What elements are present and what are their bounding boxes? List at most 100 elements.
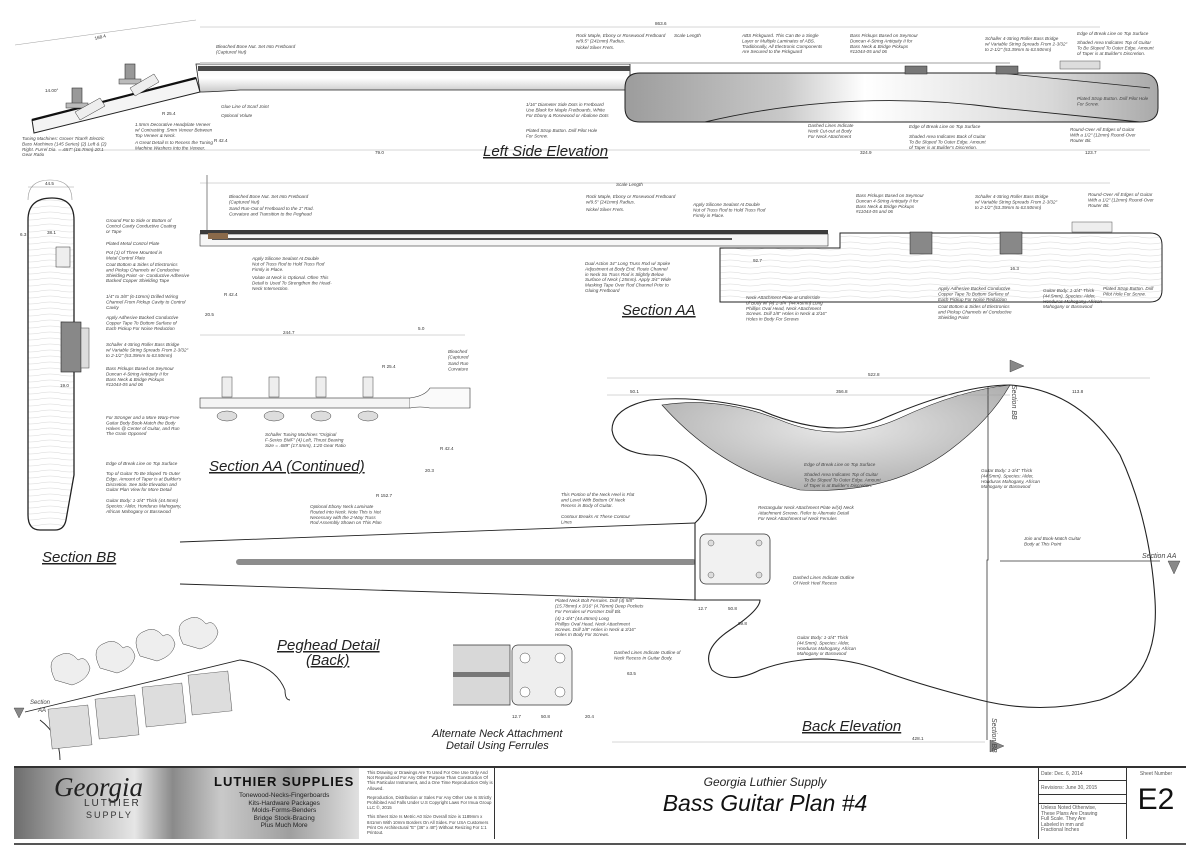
callout-line: Apply Adhesive Backed Conductive: [937, 286, 1011, 291]
callout-line: Shaded Area Indicates Top of Guitar: [804, 472, 878, 477]
callout-line: Duncan 4-String Antiquity II for: [106, 371, 169, 376]
callout-line: Rock Maple, Ebony or Rosewood Fretboard: [586, 194, 676, 199]
callout-line: Curvature and Transition to the Peghead: [229, 211, 312, 216]
callout-lse-scarf: Glue Line of Scarf Joint: [221, 104, 269, 109]
callout-line: Guitar Plan View for More Detail: [106, 487, 173, 492]
callout-line: Bass Machines (145 Series) (2) Left & (2…: [22, 141, 107, 146]
callout-line: Halves @ Center of Guitar, and Run: [106, 426, 180, 431]
logo-luthier: LUTHIER: [84, 798, 141, 809]
callout-aa-frets: Nickel Silver Frets.: [586, 207, 624, 212]
callout-line: Bass Neck & Bridge Pickups: [106, 377, 165, 382]
callout-line: Sand Run: [448, 361, 469, 366]
dim-fer-508: 50.8: [541, 714, 550, 719]
logo-list-item: Plus Much More: [260, 822, 308, 830]
dim-be-501: 50.1: [630, 389, 639, 394]
aa-bridge: [1071, 221, 1113, 233]
callout-line: With a 1/2" (12mm) Round-Over: [1088, 197, 1154, 202]
callout-line: Rectangular Neck Attachment Plate w/(4) …: [758, 505, 855, 510]
callout-line: (Captured: [448, 354, 469, 359]
callout-line: For Ferrules w/ Forstner Drill Bit.: [555, 609, 621, 614]
logo-list-item: Molds-Forms-Benders: [252, 807, 317, 815]
callout-line: Gear Ratio: [22, 152, 45, 157]
dim-be-4281: 428.1: [912, 736, 924, 741]
callout-line: to 2-1/2" (53.39mm to 63.50mm): [985, 47, 1052, 52]
callout-line: Layer or Multiple Laminates of ABS.: [742, 38, 815, 43]
callout-line: Plated Strap Button. Drill Pilot Hole: [1077, 96, 1149, 101]
dim-lse-r254: R 25.4: [162, 111, 176, 116]
callout-line: Bass Pickups Based on Seymour: [856, 193, 924, 198]
bridge-pickup-side: [995, 65, 1019, 75]
callout-line: Masking Tape Over Rod Channel Prior to: [585, 283, 669, 288]
callout-line: Schaller Tuning Machines "Original: [265, 432, 337, 437]
headstock-veneer: [31, 76, 197, 122]
callout-line: Nut of Truss Rod to Hold Truss Rod: [693, 207, 766, 212]
dim-be-5228: 522.8: [868, 372, 880, 377]
callout-line: w/ Variable String Spreads From 2-3/32": [106, 347, 189, 352]
callout-line: Phillips Oval Head, Neck Attachment: [746, 306, 822, 311]
view-title-section-aa: Section AA: [622, 302, 696, 319]
callout-line: Plated Neck Bolt Ferrules. Drill (4) 5/8…: [555, 598, 634, 603]
dim-lse-14deg: 14.00°: [45, 88, 58, 93]
callout-line: in Neck So Truss Rod is Slightly Below: [585, 272, 664, 277]
section-label-bb-bottom: Section BB: [990, 718, 997, 753]
callout-line: Screws. Drill 1/8" Holes in Neck & 3/16": [555, 627, 636, 632]
callout-line: Guitar Body Book-Match the Body: [106, 420, 176, 425]
neck-pickup-side: [904, 65, 928, 75]
callout-line: Shielding Paint -or- Conductive Adhesive: [106, 273, 190, 278]
callout-line: Apply Silicone Sealant At Double: [251, 256, 319, 261]
pickguard-line: [200, 62, 1010, 64]
title-block: [14, 766, 1186, 845]
callout-line: F-Series BMF" (4) Left, Thrust Bearing: [265, 437, 344, 442]
aa-fretboard: [200, 230, 828, 234]
units-note-line: Unless Noted Otherwise,: [1041, 805, 1097, 811]
callout-line: To Be Sloped To Outer Edge. Amount: [909, 139, 986, 144]
callout-line: Honduras Mahogany, African: [981, 479, 1040, 484]
callout-line: Neck Cut-out at Body: [808, 128, 852, 133]
logo-supply: SUPPLY: [86, 810, 133, 820]
dim-bb-63: 6.3: [20, 232, 27, 237]
peghead-tuner-1: [47, 653, 93, 750]
callout-line: 1.5mm Decorative Headplate Veneer: [135, 122, 211, 127]
callout-line: To Be Sloped To Outer Edge. Amount: [1077, 45, 1154, 50]
dim-fer-204: 20.4: [585, 714, 594, 719]
title-divider: [1126, 768, 1127, 839]
callout-line: Curvature: [448, 366, 469, 371]
aac-tuners: [216, 376, 379, 422]
callout-line: Pot (1) of Three Mounted in: [106, 250, 163, 255]
callout-line: Each Pickup For Noise Reduction: [106, 326, 175, 331]
callout-line: Surface of Neck (.25mm). Apply 3/4" Wide: [585, 277, 671, 282]
callout-line: Bleached Bone Nut. Set Into Fretboard: [229, 194, 309, 199]
callout-line: Schaller 4-String Roller Bass Bridge: [106, 342, 180, 347]
logo-list-item: Kits-Hardware Packages: [248, 799, 320, 807]
callout-line: For Neck Attachment: [808, 134, 852, 139]
callout-line: to 2-1/2" (53.39mm to 63.50mm): [106, 353, 173, 358]
callout-aa-sand: Sand Run-Out of Fretboard to the 1" Rad.…: [229, 206, 314, 216]
callout-line: Join and Book-Match Guitar: [1023, 536, 1081, 541]
dim-bb-381: 38.1: [47, 230, 56, 235]
callout-line: Dashed Lines Indicate: [808, 123, 854, 128]
callout-line: (44.5mm). Species: Alder,: [797, 640, 850, 645]
callout-line: Machine Washers Into the Veneer.: [135, 145, 205, 150]
callout-line: w/9.5" (241mm) Radius.: [586, 199, 635, 204]
callout-lse-scale: Scale Length: [674, 33, 701, 38]
callout-lse-nut: Bleached Bone Nut. Set Into Fretboard(Ca…: [216, 44, 296, 54]
callout-line: Rod Assembly Shown on This Plan: [310, 520, 382, 525]
